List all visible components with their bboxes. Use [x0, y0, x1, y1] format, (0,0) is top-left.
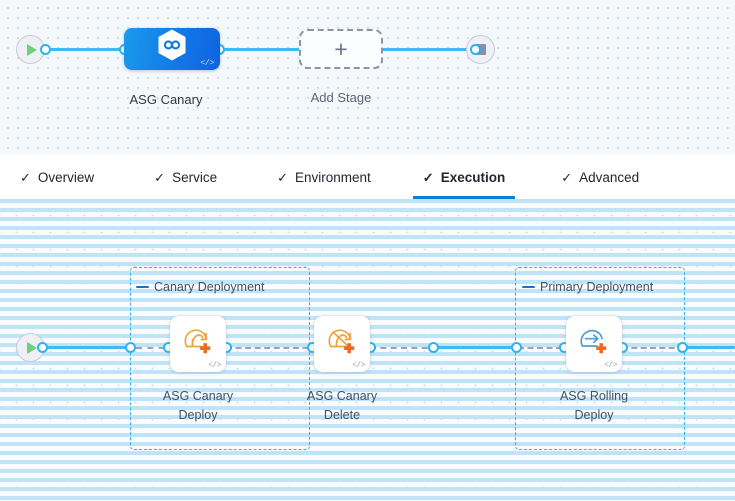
tab-service-label: Service — [172, 169, 218, 185]
step-label-asg-rolling-deploy: ASG Rolling Deploy — [519, 387, 669, 426]
step-group-primary-label-text: Primary Deployment — [540, 280, 654, 294]
add-stage-button[interactable]: + — [299, 29, 383, 69]
tab-service[interactable]: ✓ Service — [152, 155, 219, 199]
canary-group-out-dot[interactable] — [428, 342, 439, 353]
step-group-canary-label[interactable]: Canary Deployment — [136, 280, 264, 294]
step-group-primary-deployment[interactable] — [515, 267, 685, 450]
stage-connector-2 — [378, 48, 476, 51]
exec-connector-primary-out — [622, 347, 684, 349]
check-icon: ✓ — [422, 169, 434, 185]
tab-overview-label: Overview — [37, 169, 95, 185]
step-label-line2: Deploy — [178, 408, 218, 423]
stage-start-dot[interactable] — [40, 44, 51, 55]
step-group-canary-deployment[interactable] — [130, 267, 310, 450]
check-icon: ✓ — [561, 169, 573, 185]
play-triangle-icon — [27, 341, 37, 354]
step-label-line2: Delete — [323, 408, 361, 423]
step-node-asg-canary-deploy[interactable]: </> — [170, 316, 226, 372]
step-label-line2: Deploy — [574, 408, 614, 423]
step-group-primary-label[interactable]: Primary Deployment — [522, 280, 653, 294]
exec-connector-canary-in — [136, 347, 176, 349]
step-label-line1: ASG Canary — [306, 389, 378, 403]
stage-canvas[interactable]: </> ASG Canary + Add Stage — [0, 0, 735, 155]
stage-start-node[interactable] — [16, 35, 45, 64]
stage-node-asg-canary[interactable]: </> — [124, 28, 220, 70]
exec-start-dot[interactable] — [37, 342, 48, 353]
step-code-badge: </> — [208, 361, 221, 370]
primary-group-in-dot[interactable] — [511, 342, 522, 353]
stage-connector-1 — [215, 48, 305, 51]
play-triangle-icon — [27, 43, 37, 56]
exec-connector-canary-mid — [226, 347, 318, 349]
tab-environment-label: Environment — [295, 169, 371, 185]
stage-node-label: ASG Canary — [129, 92, 203, 107]
stage-code-badge: </> — [200, 58, 214, 68]
primary-group-out-dot[interactable] — [677, 342, 688, 353]
step-code-badge: </> — [604, 361, 617, 370]
exec-connector-start — [40, 346, 135, 349]
step-code-badge: </> — [352, 361, 365, 370]
asg-canary-delete-icon — [324, 325, 360, 362]
exec-start-node[interactable] — [16, 333, 45, 362]
hexagon-infinity-icon — [156, 28, 188, 67]
plus-icon: + — [334, 35, 348, 62]
stage-connector-start — [42, 48, 142, 51]
exec-connector-primary-in — [518, 347, 562, 349]
tab-execution-label: Execution — [440, 169, 506, 185]
check-icon: ✓ — [154, 169, 166, 185]
exec-connector-end — [680, 346, 735, 349]
minus-icon[interactable] — [522, 285, 535, 289]
asg-rolling-deploy-icon — [576, 325, 612, 362]
asg-canary-deploy-icon — [180, 325, 216, 362]
check-icon: ✓ — [20, 169, 31, 185]
add-stage-label: Add Stage — [310, 90, 372, 105]
exec-connector-between-groups — [432, 346, 522, 349]
step-label-line1: ASG Rolling — [559, 389, 629, 403]
stage-config-tabs[interactable]: ✓ Overview ✓ Service ✓ Environment ✓ Exe… — [0, 155, 735, 200]
check-icon: ✓ — [277, 169, 288, 185]
step-node-asg-canary-delete[interactable]: </> — [314, 316, 370, 372]
execution-canvas[interactable]: Canary Deployment — [0, 199, 735, 501]
step-label-line1: ASG Canary — [162, 389, 234, 403]
tab-advanced-label: Advanced — [579, 169, 640, 185]
step-label-asg-canary-delete: ASG Canary Delete — [267, 387, 417, 426]
tab-environment[interactable]: ✓ Environment — [275, 155, 373, 199]
tab-overview[interactable]: ✓ Overview — [18, 155, 96, 199]
step-group-canary-label-text: Canary Deployment — [154, 280, 265, 294]
tab-execution[interactable]: ✓ Execution — [412, 155, 516, 199]
tab-advanced[interactable]: ✓ Advanced — [559, 155, 641, 199]
step-label-asg-canary-deploy: ASG Canary Deploy — [123, 387, 273, 426]
minus-icon[interactable] — [136, 285, 149, 289]
stage-end-dot[interactable] — [470, 44, 481, 55]
canary-group-in-dot[interactable] — [125, 342, 136, 353]
exec-connector-canary-out — [370, 347, 438, 349]
step-node-asg-rolling-deploy[interactable]: </> — [566, 316, 622, 372]
